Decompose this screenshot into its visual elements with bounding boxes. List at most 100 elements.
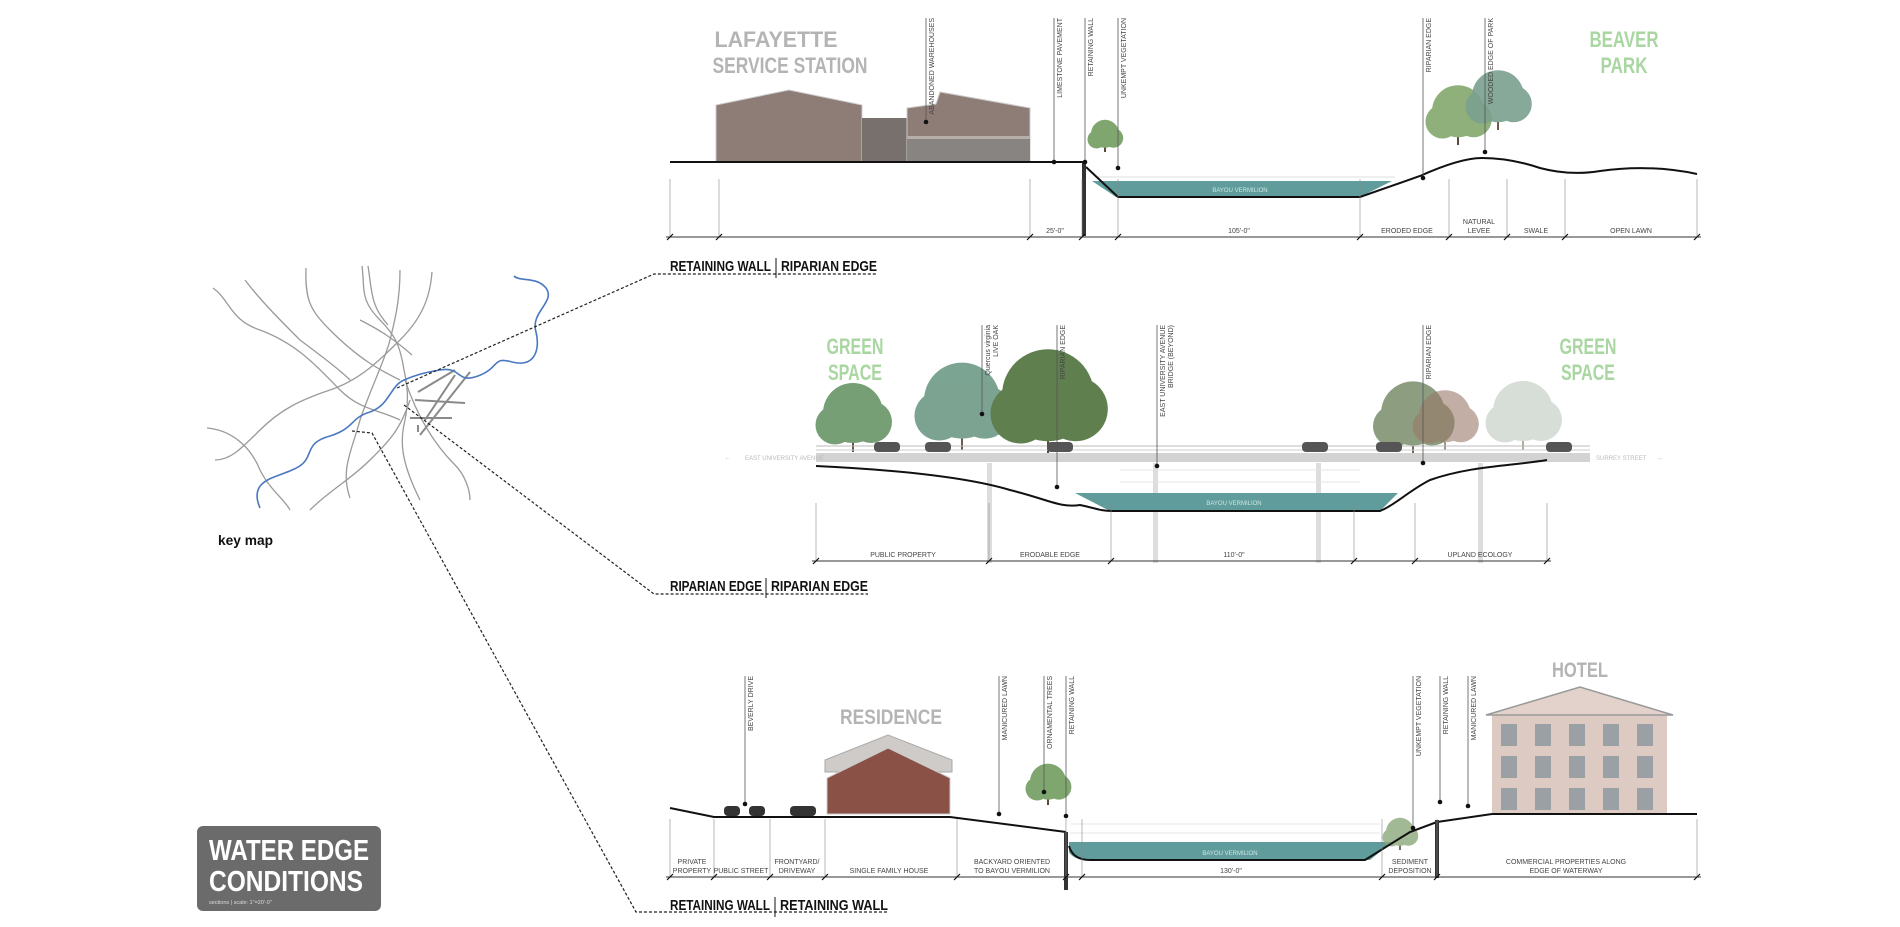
dimension-tick [1433,873,1441,881]
car [874,442,900,452]
callout: ORNAMENTAL TREES [1041,676,1054,795]
car [790,806,816,816]
tree [1485,381,1562,450]
dimension-label: SINGLE FAMILY HOUSE [850,868,929,875]
tree [1465,70,1532,130]
callout: LIMESTONE PAVEMENT [1051,17,1064,165]
callout-dot [1115,165,1121,171]
callout-dot [996,811,1002,817]
callout-dot [1410,825,1416,831]
dimension-label: ERODABLE EDGE [1020,552,1080,559]
window [1637,724,1653,746]
street-label-right: SURREY STREET → [1596,455,1663,462]
left-site-title: LAFAYETTE [715,27,838,52]
water-label: BAYOU VERMILION [1206,501,1261,507]
callout: MANICURED LAWN [996,676,1009,817]
water-channel [1092,181,1392,197]
callout-dot [742,801,748,807]
title-block: WATER EDGE CONDITIONS sections | scale: … [197,826,381,911]
dimension-label: 105'-0" [1228,228,1250,235]
callout-label: Quercus virginia [985,325,992,376]
retaining-wall [1082,162,1086,236]
callout: RETAINING WALL [1082,18,1095,165]
section-retaining-wall-retaining-wall: RESIDENCE HOTEL BAYOU VERMILION [669,659,1697,890]
dimension-label: PRIVATE [678,859,707,866]
title-line-2: CONDITIONS [209,866,363,898]
callout-dot [1041,789,1047,795]
section-label-right: RETAINING WALL [780,897,888,914]
callout: UNKEMPT VEGETATION [1410,676,1423,831]
callout-label: ABANDONED WAREHOUSES [929,18,936,115]
dimension-label: PROPERTY [673,868,712,875]
ground-line [670,156,1698,198]
car [1376,442,1402,452]
section-retaining-wall-riparian-edge: LAFAYETTE SERVICE STATION BEAVER PARK BA… [670,27,1698,236]
section-label-left: RETAINING WALL [670,258,771,275]
left-site-title: GREEN [827,334,884,359]
key-map-river [256,275,549,509]
title-line-1: WATER EDGE [209,835,369,867]
callout: ABANDONED WAREHOUSES [923,18,936,125]
section-label-3: RETAINING WALL RETAINING WALL [670,897,888,917]
section-label-right: RIPARIAN EDGE [771,578,868,595]
street-name: EAST UNIVERSITY AVENUE [745,456,824,462]
dimension-tick [666,233,674,241]
left-site-title: SERVICE STATION [713,53,868,78]
callout-dot [1082,159,1088,165]
car [749,806,765,816]
tree [1412,390,1479,450]
dimension-tick [1107,557,1115,565]
dimension-tick [812,557,820,565]
callout-dot [1063,813,1069,819]
dimension-tick [666,873,674,881]
residence-house [824,734,953,815]
callout-label: RIPARIAN EDGE [1426,325,1433,380]
callout-label: UNKEMPT VEGETATION [1416,676,1423,756]
dimension-label: NATURAL [1463,219,1495,226]
dimension-label: BACKYARD ORIENTED [974,859,1050,866]
dimension-tick [1543,557,1551,565]
callout: UNKEMPT VEGETATION [1115,18,1128,171]
car [1047,442,1073,452]
dimension-tick [1378,873,1386,881]
ground-line [815,459,1548,512]
dimension-tick [1026,233,1034,241]
dimension-label: SWALE [1524,228,1549,235]
callout-label: BRIDGE (BEYOND) [1168,325,1175,388]
left-site-title: SPACE [828,360,882,385]
callout-dot [1051,159,1057,165]
tree [815,383,892,452]
key-map-campus [410,369,471,436]
dimension-label: PUBLIC PROPERTY [870,552,936,559]
section-label-1: RETAINING WALL RIPARIAN EDGE [670,258,877,278]
dimension-label: DEPOSITION [1388,868,1431,875]
window [1535,724,1551,746]
window [1501,756,1517,778]
right-site-title: BEAVER [1590,27,1659,52]
dimension-label: COMMERCIAL PROPERTIES ALONG [1506,859,1626,866]
car [1546,442,1572,452]
callout-dot [1054,484,1060,490]
dimension-tick [1693,873,1701,881]
key-map: key map [206,265,888,913]
window [1603,724,1619,746]
callout-dot [1420,175,1426,181]
street-label-left: EAST UNIVERSITY AVENUE ← [724,455,824,462]
dimension-tick [715,233,723,241]
bridge-piers [987,463,1483,563]
dimension-label: TO BAYOU VERMILION [974,868,1050,875]
dimension-tick [821,873,829,881]
window [1569,756,1585,778]
callout-label: LIMESTONE PAVEMENT [1057,17,1064,97]
callout-label: RETAINING WALL [1088,18,1095,76]
callout-dot [1482,149,1488,155]
dimension-tick [1350,557,1358,565]
callout-label: LIVE OAK [993,325,1000,357]
ground-line [669,807,1697,861]
callout-label: MANICURED LAWN [1002,676,1009,740]
dimension-tick [710,873,718,881]
window [1637,756,1653,778]
water-channel [1069,842,1392,860]
callout: WOODED EDGE OF PARK [1482,18,1495,155]
